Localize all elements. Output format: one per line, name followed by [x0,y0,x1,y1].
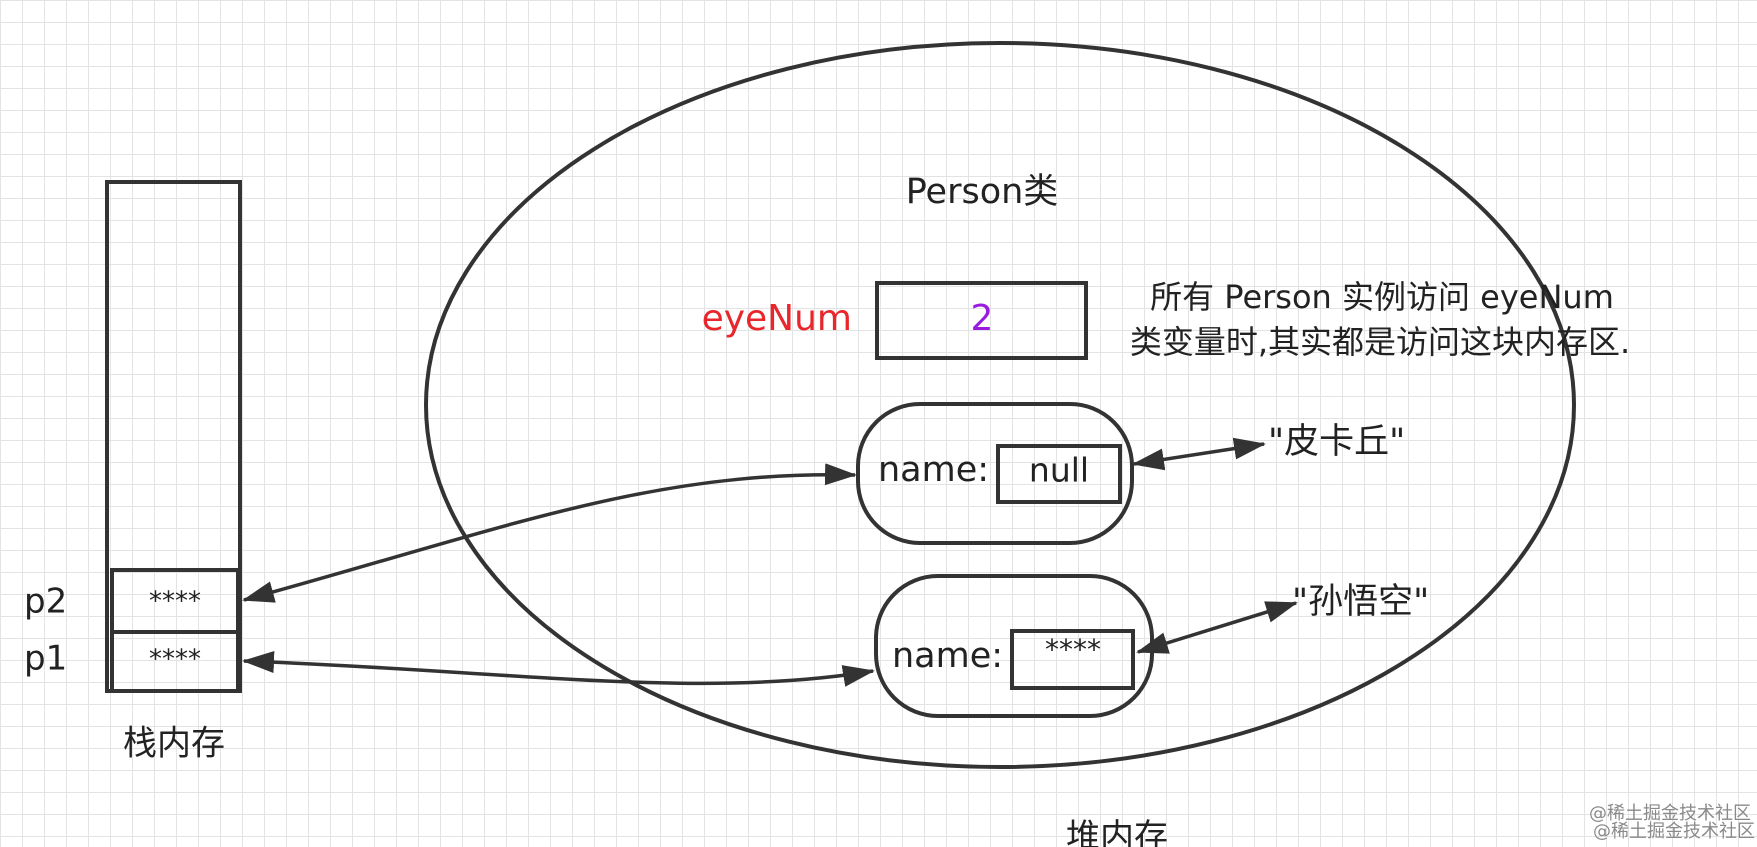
stack-memory-label: 栈内存 [123,724,225,764]
arrow-p2-to-object-1 [242,463,857,603]
class-var-name: eyeNum [702,298,852,339]
stack-var-p2: p2 [24,582,67,622]
stack-memory: **** **** p2 p1 栈内存 [24,180,242,764]
person-object-2-field: name: [892,636,1003,676]
person-object-2-value-box [1010,629,1135,690]
stack-var-p1: p1 [24,639,67,679]
stack-slot-p1 [110,630,240,693]
heap-memory-label: 堆内存 [1066,817,1168,847]
person-object-1-value: null [1029,451,1089,490]
watermark-shadow: @稀土掘金技术社区 [1593,821,1755,842]
string-sunwukong: "孙悟空" [1292,582,1429,622]
arrow-object-2-to-sunwukong [1136,601,1298,654]
stack-slot-p1-value: **** [149,645,201,675]
class-var-note-line1: 所有 Person 实例访问 eyeNum [1150,278,1614,316]
class-title: Person类 [906,172,1059,212]
person-object-2-value: **** [1045,633,1101,666]
string-pikachu: "皮卡丘" [1268,422,1405,462]
person-object-1-box [856,402,1134,545]
person-object-1: name: null [856,402,1134,545]
person-object-2: name: **** [874,574,1154,718]
stack-slot-p2-value: **** [149,587,201,617]
class-var-note-line2: 类变量时,其实都是访问这块内存区. [1130,323,1630,361]
class-var-value: 2 [971,298,994,339]
watermark: @稀土掘金技术社区 [1589,803,1751,824]
person-object-1-field: name: [878,450,989,490]
person-object-1-value-box [996,444,1122,504]
heap-memory-ellipse [424,41,1576,769]
arrow-object-1-to-pikachu [1132,437,1266,471]
arrow-p1-to-object-2 [242,651,875,687]
class-var-box [875,281,1088,360]
